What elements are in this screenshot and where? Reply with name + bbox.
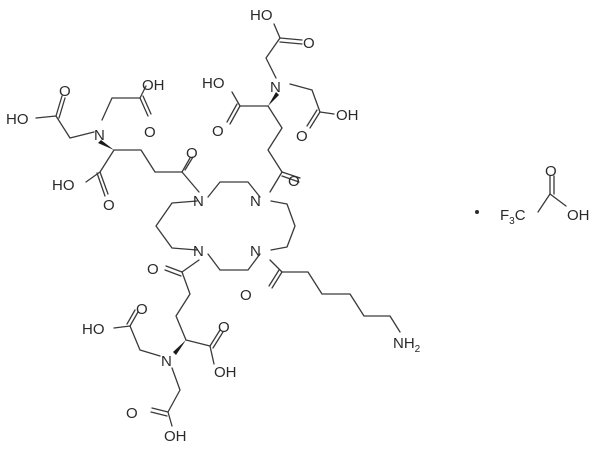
arm-n-left: N: [94, 127, 105, 144]
terminal-amine: NH2: [393, 335, 421, 355]
aminohexanoyl-arm-bonds: [268, 259, 401, 333]
bottom-oxygen-3: O: [126, 405, 138, 422]
amide-o-left: O: [186, 145, 198, 162]
ring-n-bottom-left: N: [193, 243, 204, 260]
left-hydroxyl-2: OH: [142, 77, 165, 94]
top-oxygen-3: O: [296, 128, 308, 145]
ring-n-bottom-right: N: [250, 243, 261, 260]
top-hydroxyl-2: HO: [202, 75, 225, 92]
amide-o-top: O: [288, 173, 300, 190]
top-oxygen-2: O: [212, 123, 224, 140]
salt-separator-dot: [475, 210, 479, 214]
tfa-carbonyl-o: O: [545, 163, 557, 180]
tfa-hydroxyl: OH: [567, 207, 590, 224]
top-oxygen-1: O: [303, 35, 315, 52]
tfa-cf3: F3C: [500, 207, 526, 227]
top-hydroxyl-3: OH: [336, 107, 359, 124]
top-arm-bonds: [226, 23, 335, 193]
amide-o-bottom-left: O: [147, 261, 159, 278]
left-hydroxyl-1: HO: [6, 111, 29, 128]
macrocycle-ring: [155, 181, 296, 271]
bottom-hydroxyl-1: HO: [82, 321, 105, 338]
bottom-hydroxyl-2: OH: [214, 364, 237, 381]
arm-n-top: N: [270, 79, 281, 96]
bottom-oxygen-2: O: [218, 319, 230, 336]
left-oxygen-3: O: [103, 197, 115, 214]
left-arm-bonds: [35, 85, 200, 197]
left-hydroxyl-3: HO: [52, 177, 75, 194]
ring-n-top-left: N: [193, 193, 204, 210]
ring-n-top-right: N: [250, 193, 261, 210]
bottom-oxygen-1: O: [136, 301, 148, 318]
left-oxygen-1: O: [59, 83, 71, 100]
atom-labels: N N N N O O O O N HO O OH O HO O N HO O …: [6, 7, 590, 445]
bottom-arm-bonds: [113, 259, 224, 427]
bottom-hydroxyl-3: OH: [164, 428, 187, 445]
left-oxygen-2: O: [144, 124, 156, 141]
tfa-bonds: [537, 175, 567, 213]
amide-o-bottom-right: O: [240, 287, 252, 304]
top-hydroxyl-1: HO: [250, 7, 273, 24]
arm-n-bottom: N: [161, 353, 172, 370]
